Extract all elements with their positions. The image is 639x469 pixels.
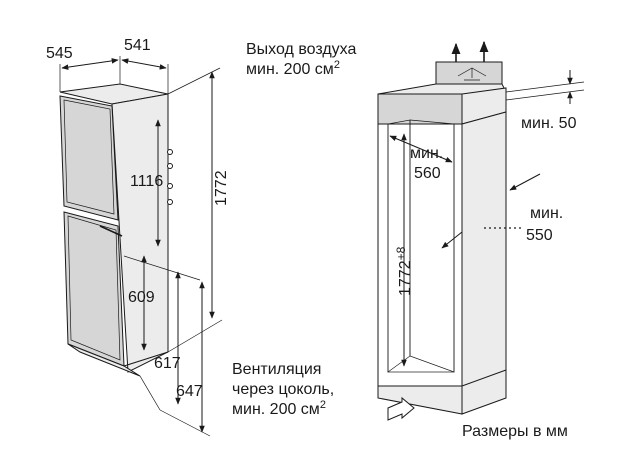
niche-height-label: 1772+8	[394, 246, 414, 296]
niche-width-label-2: 560	[414, 165, 441, 182]
niche-gap-label: мин. 50	[521, 115, 577, 132]
total-height-label: 1772	[213, 170, 230, 206]
lower-door	[63, 211, 125, 367]
niche-front-top	[377, 93, 463, 125]
air-outlet-title: Выход воздуха	[246, 41, 357, 58]
ventilation-min: мин. 200 см2	[232, 399, 326, 418]
base-617-label: 617	[154, 355, 181, 372]
niche-depth-label-2: 550	[526, 227, 553, 244]
niche-front-frame	[377, 123, 463, 387]
ventilation-title: Вентиляция	[232, 361, 321, 378]
depth-inner-label: 541	[124, 37, 151, 54]
units-note: Размеры в мм	[462, 423, 568, 440]
base-647-label: 647	[176, 383, 203, 400]
niche-side-wall	[461, 111, 507, 399]
upper-door-height-label: 1116	[130, 173, 163, 190]
upper-door	[59, 95, 119, 221]
top-vent-grille	[435, 61, 503, 85]
niche-drawing	[377, 40, 585, 421]
appliance-drawing: 545 541 1772 1116 609 617 647	[46, 37, 230, 437]
niche-depth-label-1: мин.	[530, 205, 563, 222]
air-outlet-min: мин. 200 см2	[246, 59, 340, 78]
niche-width-label-1: мин.	[410, 145, 443, 162]
lower-door-height-label: 609	[128, 289, 155, 306]
ventilation-through-plinth: через цоколь,	[232, 381, 334, 398]
depth-outer-label: 545	[46, 45, 73, 62]
plinth-vent-arrow	[387, 396, 415, 421]
